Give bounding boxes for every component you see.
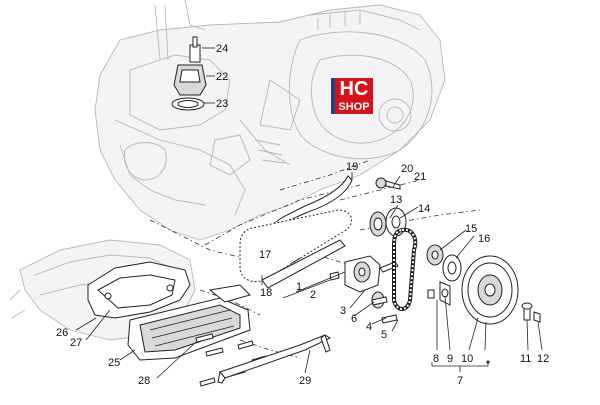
logo-side-stripe: moto.shop [324,78,335,114]
label-19: 19 [346,161,358,173]
label-18: 18 [260,287,272,299]
label-25: 25 [108,357,120,369]
label-27: 27 [70,337,82,349]
label-6: 6 [351,313,357,325]
label-2: 2 [310,289,316,301]
label-17: 17 [259,249,271,261]
bolt-4 [427,289,435,299]
label-15: 15 [465,223,477,235]
bolt-11 [523,307,531,321]
label-1: 1 [296,281,302,293]
label-13: 13 [390,194,402,206]
label-29: 29 [299,375,311,387]
logo-sub: SHOP [335,100,373,114]
leader-lines [75,204,543,379]
label-4: 4 [366,321,372,333]
timing-chain-17 [238,208,353,283]
part-labels: 24 22 23 19 20 21 13 14 15 16 17 18 1 2 … [56,43,549,387]
label-10: 10 [461,353,473,365]
oil-pump [344,255,399,309]
logo-brand: HC [335,78,373,100]
label-12: 12 [537,353,549,365]
label-20: 20 [401,163,413,175]
hc-shop-logo: moto.shop HC SHOP [324,78,373,116]
washer-12 [533,311,541,323]
label-26: 26 [56,327,68,339]
label-28: 28 [138,375,150,387]
label-16: 16 [478,233,490,245]
radiator-25 [127,284,251,361]
label-11: 11 [520,353,531,365]
label-8: 8 [433,353,439,365]
label-23: 23 [216,98,228,110]
cover-26-27 [87,261,191,319]
bolt-24 [189,44,201,63]
label-24: 24 [216,43,228,55]
slider-18 [261,239,346,289]
secondary-chain [392,227,418,311]
engine-block-ghost [94,0,446,241]
pulley-group [426,244,541,325]
bracket-29 [217,334,332,384]
label-3: 3 [340,305,346,317]
label-22: 22 [216,71,228,83]
label-7: 7 [457,375,463,387]
label-9: 9 [447,353,453,365]
label-5: 5 [381,329,387,341]
thermostat-group [171,36,215,111]
label-21: 21 [414,171,426,183]
bolt-20-21 [375,175,401,190]
label-14: 14 [418,203,430,215]
